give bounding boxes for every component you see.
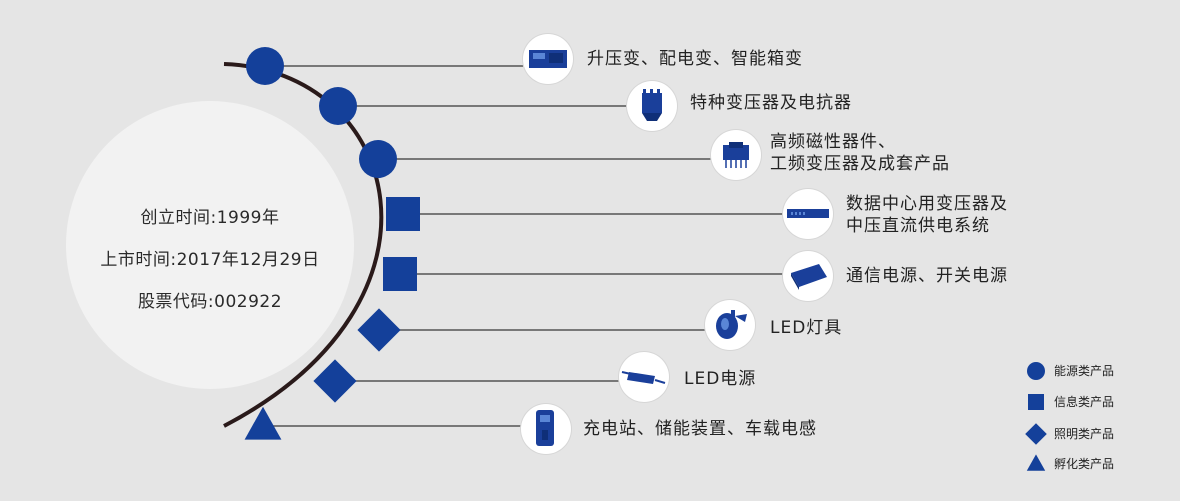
legend-circle-marker [1027,362,1045,380]
special-transformer-icon [627,81,677,131]
product-label: 特种变压器及电抗器 [690,93,852,113]
founded-date: 创立时间:1999年 [140,208,280,228]
company-info-circle [66,101,354,389]
rack-unit-icon [783,189,833,239]
product-label: 通信电源、开关电源 [846,266,1008,286]
listing-date: 上市时间:2017年12月29日 [100,250,320,270]
square-marker [386,197,420,231]
led-lamp-icon [705,300,755,350]
timeline-arc [223,62,384,428]
charging-station-icon [521,404,571,454]
box-transformer-icon [523,34,573,84]
circle-marker [359,140,397,178]
product-label: 数据中心用变压器及 中压直流供电系统 [846,193,1008,237]
legend-label: 孵化类产品 [1054,457,1115,471]
product-label: 充电站、储能装置、车载电感 [583,419,817,439]
circle-marker [319,87,357,125]
legend-diamond-marker [1025,423,1047,445]
legend-triangle-marker [1026,454,1046,471]
legend-label: 照明类产品 [1054,427,1115,441]
product-label: LED灯具 [770,318,843,338]
product-label-line: 高频磁性器件、 工频变压器及成套产品 [770,132,950,174]
legend-square-marker [1028,394,1044,410]
circle-marker [246,47,284,85]
product-label-line: 数据中心用变压器及 中压直流供电系统 [846,194,1008,236]
magnetic-component-icon [711,130,761,180]
led-driver-icon [619,352,669,402]
square-marker [383,257,417,291]
product-label: 升压变、配电变、智能箱变 [587,49,803,69]
diamond-marker [357,308,401,352]
stock-code: 股票代码:002922 [137,292,283,312]
legend-label: 能源类产品 [1054,364,1115,378]
power-supply-icon [783,251,833,301]
legend-label: 信息类产品 [1054,395,1115,409]
diamond-marker [313,359,357,403]
product-label: 高频磁性器件、 工频变压器及成套产品 [770,131,950,175]
triangle-marker [244,406,282,440]
product-label: LED电源 [684,369,757,389]
